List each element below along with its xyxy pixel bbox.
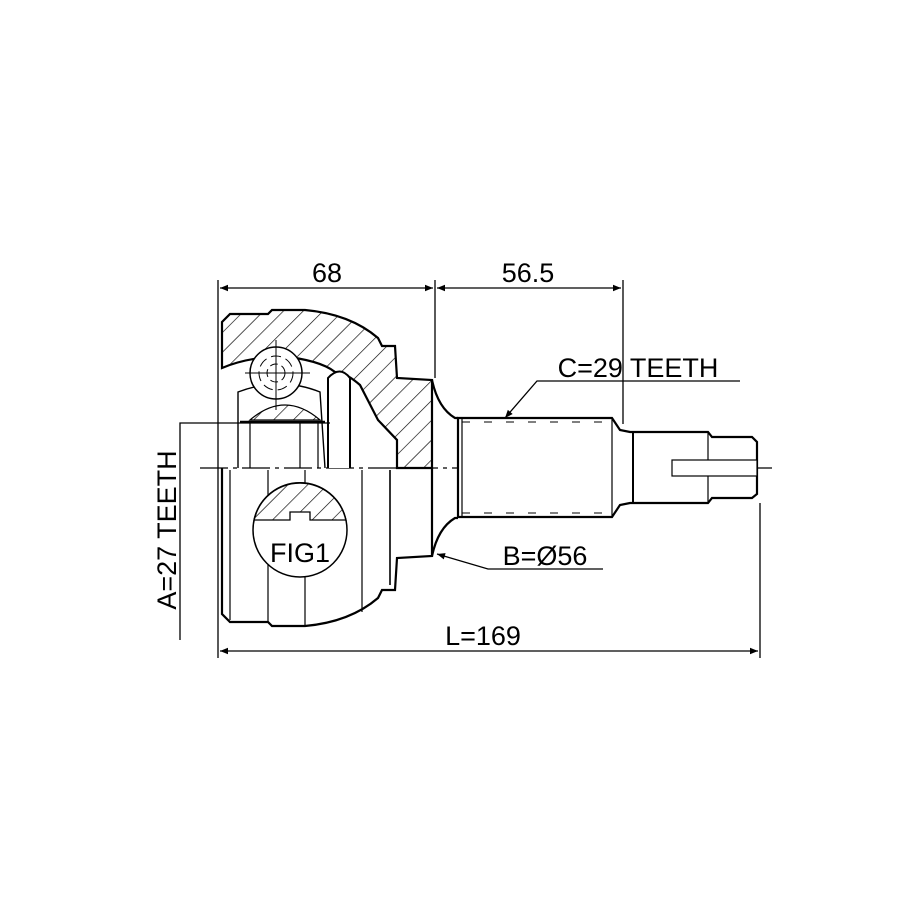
dim-housing-length: 68 [312,258,342,288]
dim-outer-spline: C=29 TEETH [558,353,719,383]
fig1-label: FIG1 [270,538,330,568]
dim-inner-spline: A=27 TEETH [152,450,182,609]
fig1-detail: FIG1 [252,482,348,578]
dim-total-length: L=169 [445,621,521,651]
ball-icon [245,340,310,410]
dim-abs-diameter: B=Ø56 [503,541,588,571]
dimension-lines [179,284,758,655]
stub-shaft [456,416,759,519]
extension-lines [217,280,761,658]
dim-shaft-length: 56.5 [502,258,555,288]
